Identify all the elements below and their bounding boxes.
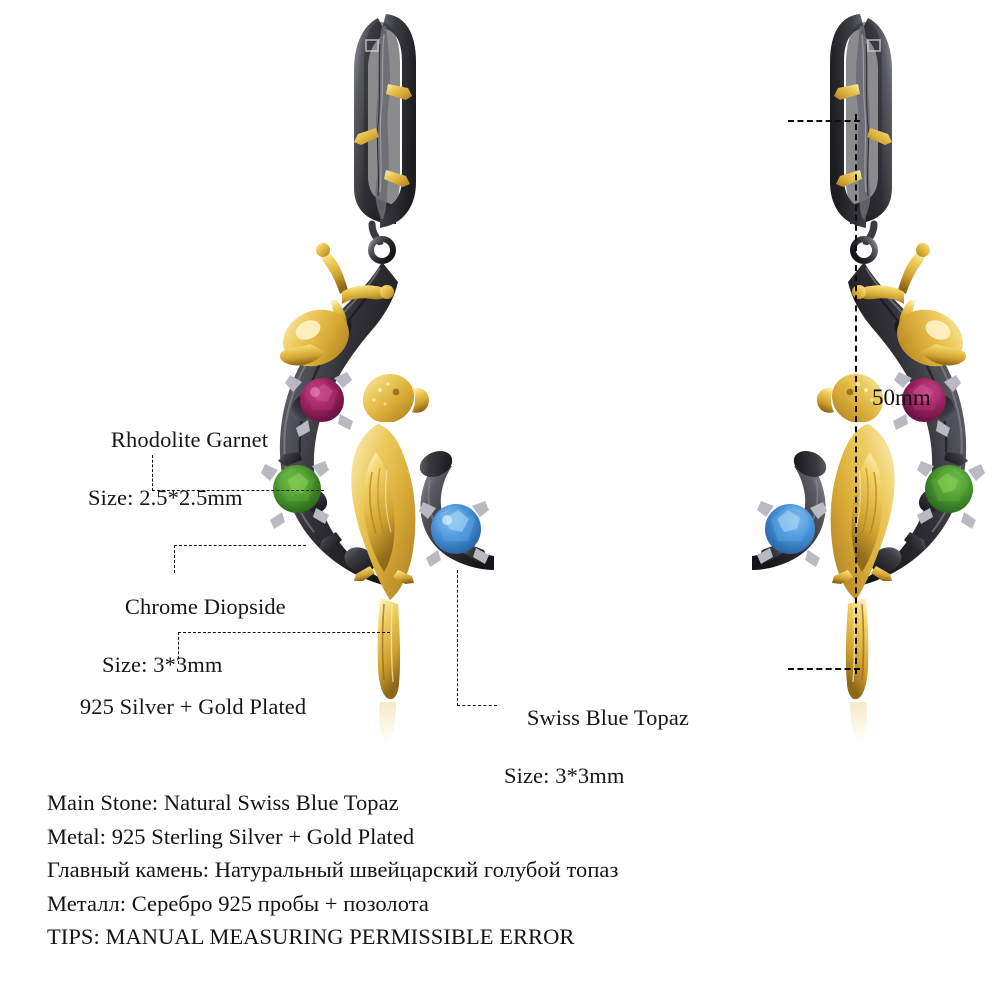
callout-diopside-line2: Size: 3*3mm	[102, 652, 223, 677]
callout-diopside-line1: Chrome Diopside	[124, 594, 286, 619]
dimension-tick-top	[788, 120, 860, 122]
leader-diopside-vertical	[174, 545, 175, 573]
callout-metal-line1: 925 Silver + Gold Plated	[79, 694, 307, 719]
spec-main-stone: Main Stone: Natural Swiss Blue Topaz	[47, 790, 399, 815]
leader-topaz-horizontal	[457, 705, 497, 706]
callout-chrome-diopside: Chrome Diopside Size: 3*3mm	[102, 563, 286, 737]
spec-metal: Metal: 925 Sterling Silver + Gold Plated	[47, 823, 415, 849]
dimension-label: 50mm	[872, 385, 931, 410]
gold-prong	[354, 128, 379, 145]
callout-garnet-line1: Rhodolite Garnet	[110, 427, 269, 452]
gold-prong	[386, 84, 412, 100]
spec-main-stone-ru: Главный камень: Натуральный швейцарский …	[47, 857, 619, 883]
spec-metal-ru: Металл: Серебро 925 пробы + позолота	[47, 890, 429, 916]
earring-left-art	[261, 14, 494, 744]
callout-topaz-line2: Size: 3*3mm	[504, 763, 625, 788]
dimension-line	[855, 114, 857, 674]
stone-rhodolite-garnet	[285, 372, 353, 437]
leader-diopside-horizontal	[174, 545, 306, 546]
leader-garnet-vertical	[152, 455, 153, 491]
leader-metal-horizontal	[178, 632, 390, 633]
spec-tips: TIPS: MANUAL MEASURING PERMISSIBLE ERROR	[47, 924, 575, 950]
gold-prong	[384, 170, 410, 187]
stone-swiss-blue-topaz	[419, 501, 489, 567]
leader-metal-vertical	[178, 632, 179, 664]
callout-swiss-blue-topaz: Swiss Blue Topaz Size: 3*3mm	[504, 674, 689, 848]
gold-twig-bud	[280, 243, 394, 367]
callout-rhodolite-garnet: Rhodolite Garnet Size: 2.5*2.5mm	[88, 396, 268, 570]
callout-metal: 925 Silver + Gold Plated	[57, 663, 306, 750]
stone-chrome-diopside	[261, 461, 329, 529]
leader-garnet-horizontal	[152, 490, 324, 491]
earring-right	[516, 0, 1000, 760]
callout-garnet-line2: Size: 2.5*2.5mm	[88, 485, 243, 510]
callout-topaz-line1: Swiss Blue Topaz	[526, 705, 690, 730]
clasp-leverback	[354, 14, 416, 264]
earring-left	[230, 0, 730, 760]
leader-topaz-vertical	[457, 570, 458, 706]
dimension-tick-bottom	[788, 668, 860, 670]
specifications-block: Main Stone: Natural Swiss Blue Topaz Met…	[47, 786, 957, 954]
earring-right-art	[752, 14, 985, 744]
bird-gold	[351, 374, 429, 744]
